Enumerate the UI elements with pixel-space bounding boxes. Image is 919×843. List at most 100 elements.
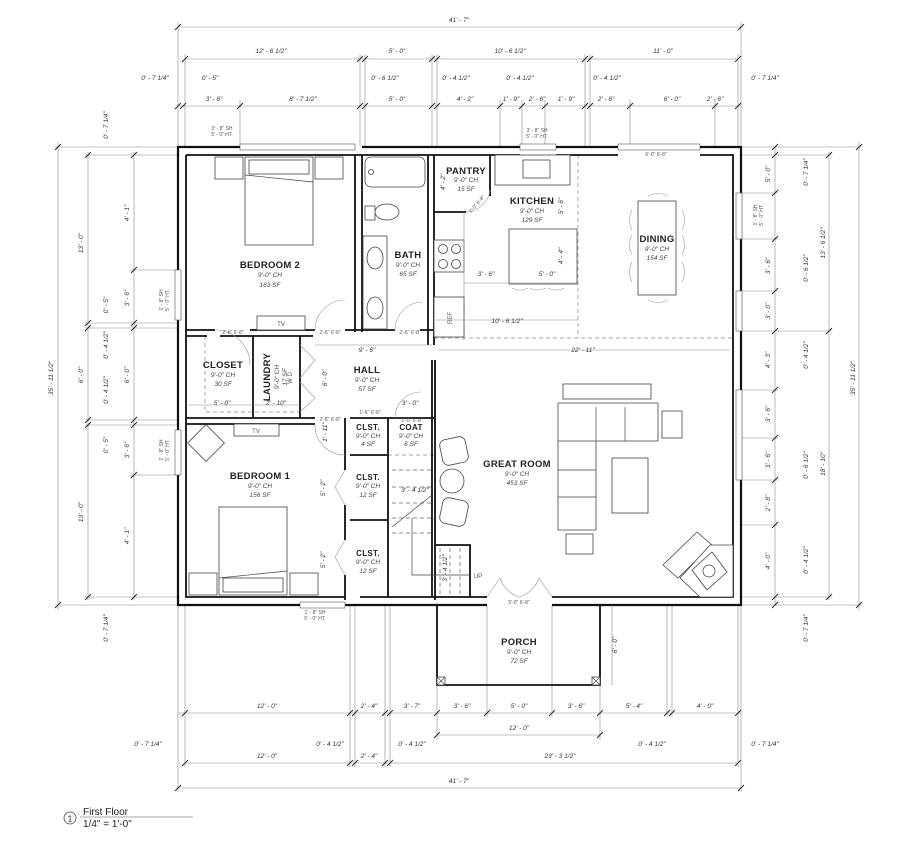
svg-text:3' - 0": 3' - 0" — [402, 400, 419, 407]
door-tag: 2'-6" 6'-8" — [319, 417, 341, 423]
dim-left: 4' - 1" — [124, 204, 131, 221]
svg-text:CLST.: CLST. — [356, 549, 380, 558]
window-tag: 5' - 0" HT. — [304, 616, 326, 622]
svg-text:5' - 0": 5' - 0" — [539, 271, 556, 278]
svg-text:3' - 4 1/2": 3' - 4 1/2" — [442, 554, 449, 582]
window-tag: 1' - 8" SH — [159, 439, 165, 460]
dining-table — [637, 200, 677, 296]
svg-text:9'-0" CH: 9'-0" CH — [356, 433, 380, 440]
dim-right-offset: 0' - 7 1/4" — [803, 158, 810, 186]
bathtub — [364, 156, 426, 188]
room-closet-b: CLST. 9'-0" CH 12 SF — [356, 473, 380, 499]
door-tag: 2'-6" 6'-8" — [222, 330, 244, 336]
dim-left-offset: 0' - 7 1/4" — [103, 111, 110, 139]
dim-left: 3' - 6" — [124, 289, 131, 306]
dim-top-offset: 0' - 5" — [202, 75, 219, 82]
dim-top: 6' - 0" — [664, 96, 681, 103]
dim-right: 3' - 6" — [765, 405, 772, 422]
window-tag: 3' - 8" SH — [526, 128, 547, 134]
ottoman — [565, 533, 594, 555]
svg-text:163 SF: 163 SF — [260, 282, 282, 289]
dim-right: 4' - 0" — [765, 552, 772, 569]
furniture: TV REF W D TV — [187, 154, 734, 598]
room-kitchen: KITCHEN 9'-0" CH 129 SF — [510, 196, 554, 224]
svg-text:9'-0" CH: 9'-0" CH — [274, 365, 281, 389]
svg-text:9'-0" CH: 9'-0" CH — [505, 471, 529, 478]
dim-left-offset: 0' - 4 1/2" — [103, 376, 110, 404]
dim-left-offset: 0' - 7 1/4" — [103, 614, 110, 642]
svg-text:9'-0" CH: 9'-0" CH — [520, 208, 544, 215]
top-dimensions: 41' - 7" 12' - 6 1/2" 5' - 0" 10' - 6 1/… — [141, 17, 779, 147]
dim-right: 5' - 0" — [765, 165, 772, 182]
dim-top-offset: 0' - 4 1/2" — [442, 75, 470, 82]
svg-text:BEDROOM 2: BEDROOM 2 — [240, 260, 300, 271]
svg-text:12 SF: 12 SF — [359, 492, 377, 499]
end-table — [661, 410, 683, 439]
svg-text:22' - 11": 22' - 11" — [570, 347, 595, 354]
ref-label: REF — [448, 312, 454, 324]
coffee-table — [611, 457, 649, 514]
dim-left: 6' - 0" — [124, 366, 131, 383]
window-tag: 1' - 8" SH — [159, 289, 165, 310]
dim-porch-width: 12' - 0" — [509, 725, 530, 732]
dim-top: 1' - 9" — [503, 96, 520, 103]
left-dimensions: 35' - 11 1/2" 13' - 0" 6' - 0" 13' - 0" … — [48, 111, 178, 642]
armchair — [439, 497, 469, 527]
room-porch: PORCH 9'-0" CH 72 SF — [501, 637, 537, 665]
dim-top: 5' - 0" — [389, 96, 406, 103]
room-great-room: GREAT ROOM 9'-0" CH 453 SF — [483, 459, 550, 487]
svg-text:PANTRY: PANTRY — [446, 166, 486, 177]
dim-top-offset: 0' - 7 1/4" — [141, 75, 169, 82]
view-scale: 1/4" = 1'-0" — [83, 819, 132, 830]
svg-text:9'-0" CH: 9'-0" CH — [454, 177, 478, 184]
room-coat: COAT 9'-0" CH 6 SF — [399, 423, 423, 448]
dim-bottom-offset: 0' - 4 1/2" — [398, 741, 426, 748]
svg-text:65 SF: 65 SF — [399, 271, 417, 278]
svg-text:PORCH: PORCH — [501, 637, 537, 648]
dim-bottom: 3' - 6" — [454, 703, 471, 710]
stair-up-label: UP — [474, 574, 482, 580]
dim-right: 18' - 10" — [820, 451, 827, 475]
svg-text:9'-0" CH: 9'-0" CH — [355, 377, 379, 384]
window-tag: 5' - 0" HT. — [165, 289, 171, 311]
svg-text:9'-0" CH: 9'-0" CH — [507, 649, 531, 656]
washer-dryer-label: W D — [288, 372, 294, 384]
room-dining: DINING 9'-0" CH 154 SF — [639, 234, 674, 262]
dim-top: 3' - 6" — [206, 96, 223, 103]
svg-text:CLST.: CLST. — [356, 423, 380, 432]
dim-bottom: 5' - 4" — [626, 703, 643, 710]
svg-text:COAT: COAT — [399, 423, 422, 432]
room-laundry: LAUNDRY 9'-0" CH 17 SF — [262, 353, 289, 402]
svg-text:156 SF: 156 SF — [250, 492, 272, 499]
svg-text:4 SF: 4 SF — [361, 441, 376, 448]
svg-text:12 SF: 12 SF — [359, 568, 377, 575]
dim-bottom-offset: 0' - 4 1/2" — [316, 741, 344, 748]
svg-text:6' - 0": 6' - 0" — [612, 636, 619, 653]
toilet — [374, 203, 400, 221]
dim-bottom: 12' - 0" — [257, 703, 278, 710]
svg-text:9'-0" CH: 9'-0" CH — [356, 483, 380, 490]
window-tag: 1' - 8" SH — [304, 610, 325, 616]
dim-bottom: 3' - 7" — [404, 703, 421, 710]
svg-text:154 SF: 154 SF — [647, 255, 669, 262]
dim-top-offset: 0' - 6 1/2" — [371, 75, 399, 82]
armchair — [187, 424, 225, 462]
dim-right-offset: 0' - 4 1/2" — [803, 546, 810, 574]
svg-text:3' - 6": 3' - 6" — [478, 271, 495, 278]
dim-bottom: 5' - 0" — [511, 703, 528, 710]
dim-right: 3' - 6" — [765, 257, 772, 274]
interior-walls — [186, 155, 491, 600]
dim-left-overall: 35' - 11 1/2" — [48, 360, 55, 395]
dim-right-offset: 0' - 6 1/2" — [803, 451, 810, 479]
dim-top: 5' - 0" — [389, 48, 406, 55]
dim-top: 2' - 6" — [528, 96, 546, 103]
svg-text:5' - 0": 5' - 0" — [214, 400, 231, 407]
dim-top: 4' - 2" — [457, 96, 474, 103]
svg-text:BATH: BATH — [395, 250, 422, 261]
dim-right: 3' - 0" — [765, 302, 772, 319]
dim-top-offset: 0' - 7 1/4" — [751, 75, 779, 82]
svg-text:4' - 2": 4' - 2" — [440, 173, 447, 190]
front-door-tag: 5'-0" 6'-8" — [508, 600, 530, 606]
svg-text:72 SF: 72 SF — [510, 658, 528, 665]
